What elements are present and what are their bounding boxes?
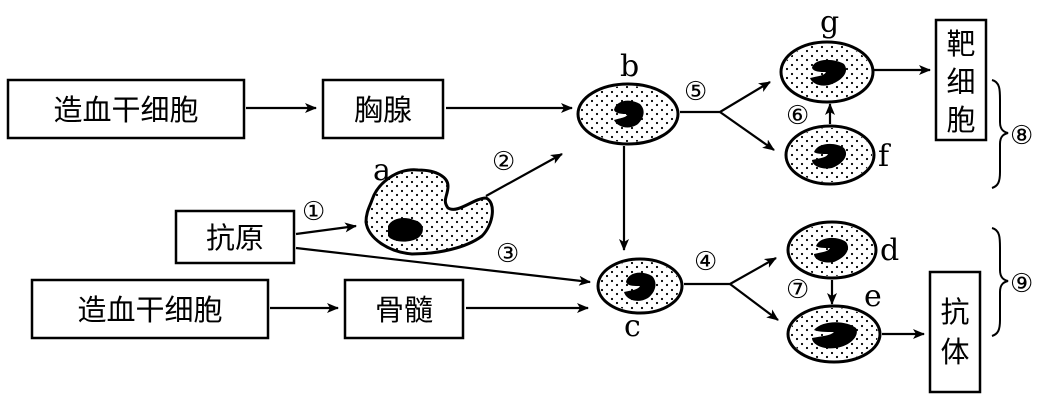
label-cell-b: b [620,49,639,84]
box-target-cell-char-1: 靶 [946,27,975,61]
cell-f [784,124,876,186]
cell-e [786,304,882,364]
box-stem-cell-bottom: 造血干细胞 [30,278,270,340]
arrow-b-to-f [719,111,775,151]
label-step-1: ① [302,197,325,227]
box-target-cell-char-3: 胞 [946,103,975,137]
box-antigen-label: 抗原 [206,221,264,255]
label-cell-e: e [864,279,882,314]
cell-c [596,257,684,315]
box-thymus-label: 胸腺 [354,93,412,127]
brace-9 [991,227,1009,337]
box-antibody-char-2: 体 [940,335,969,369]
arrow-a-to-b [485,153,563,197]
box-stem-cell-top-label: 造血干细胞 [53,93,198,127]
label-cell-f: f [878,139,891,174]
arrow-antigen-to-c [295,246,591,286]
label-step-5: ⑤ [684,77,707,107]
cell-b [576,82,680,146]
label-step-2: ② [492,147,515,177]
label-cell-d: d [880,233,899,268]
box-bone-marrow-label: 骨髓 [375,293,433,327]
box-target-cell-char-2: 细 [946,65,975,99]
box-stem-cell-bottom-label: 造血干细胞 [77,293,222,327]
cell-g [779,40,875,104]
label-step-8: ⑧ [1010,121,1033,151]
box-stem-cell-top: 造血干细胞 [6,78,246,140]
brace-8 [991,79,1009,189]
arrow-c-to-e [729,283,779,321]
label-step-6: ⑥ [786,101,809,131]
label-step-4: ④ [694,247,717,277]
cell-d [786,220,878,280]
box-thymus: 胸腺 [321,78,445,140]
box-bone-marrow: 骨髓 [343,278,465,340]
box-target-cell: 靶 细 胞 [934,18,988,142]
box-antibody: 抗 体 [928,270,982,394]
box-antibody-char-1: 抗 [940,295,969,329]
label-step-9: ⑨ [1010,269,1033,299]
arrow-antigen-to-a [295,222,357,236]
label-step-3: ③ [496,239,519,269]
label-step-7: ⑦ [786,275,809,305]
label-cell-c: c [624,309,641,344]
label-cell-g: g [820,5,839,40]
cell-a [364,168,494,256]
box-antigen: 抗原 [174,209,296,265]
label-cell-a: a [373,153,391,188]
